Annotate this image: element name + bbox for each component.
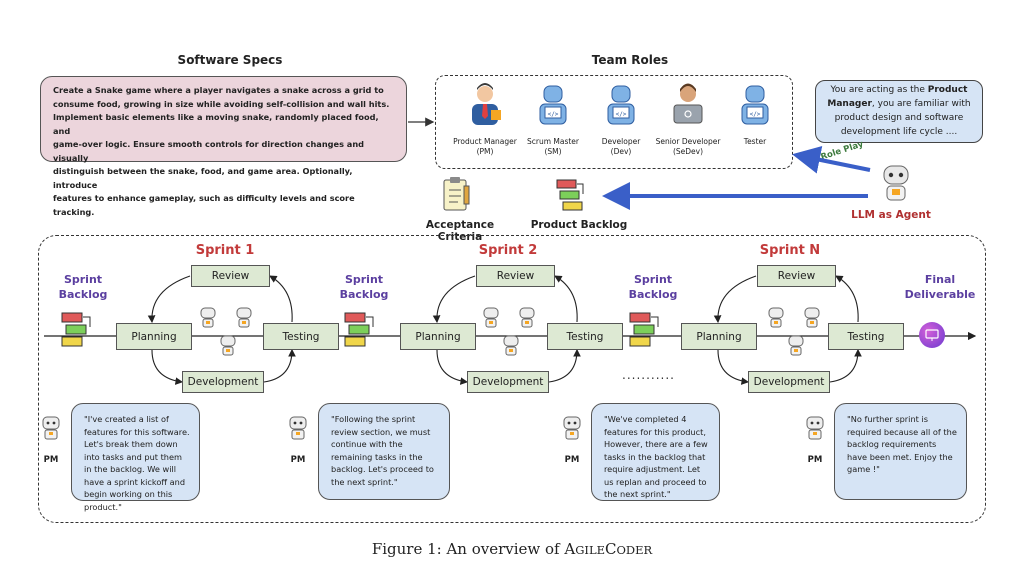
pm-label-3: PM (564, 455, 580, 465)
role-play-arrow (792, 146, 871, 174)
llm-agent-label: LLM as Agent (851, 209, 931, 221)
review-node-2: Review (476, 265, 555, 287)
sprint-connectors (42, 275, 977, 440)
senior-developer-icon (673, 83, 703, 124)
sprint-cycle-n (713, 275, 862, 385)
pm-quote-1: "I've created a list of features for thi… (71, 403, 200, 512)
planning-node-n: Planning (681, 323, 757, 350)
team-roles-heading: Team Roles (591, 53, 669, 67)
review-node-n: Review (757, 265, 836, 287)
spec-line: Create a Snake game where a player navig… (53, 85, 384, 95)
acceptance-criteria-label: Acceptance Criteria (425, 219, 495, 243)
continuation-dots: ........... (622, 368, 675, 382)
spec-line: features to enhance gameplay, such as di… (53, 193, 355, 217)
llm-agent-robot-icon (883, 165, 909, 201)
svg-text:</>: </> (750, 111, 761, 118)
spec-line: consume food, growing in size while avoi… (53, 98, 390, 109)
pm-quote-2: "Following the sprint review section, we… (318, 403, 450, 500)
developer-icon: </> (607, 85, 635, 125)
development-node-n: Development (748, 371, 830, 393)
sprint-title-n: Sprint N (759, 243, 821, 258)
role-label-dev: Developer(Dev) (601, 137, 641, 156)
robot-icon (200, 307, 820, 356)
planning-node-2: Planning (400, 323, 476, 350)
role-label-sedev: Senior Developer(SeDev) (655, 137, 721, 156)
scrum-master-icon: </> (539, 85, 567, 125)
sprint-cycle-1 (147, 275, 296, 385)
team-role-icons: </> </> </> (472, 83, 769, 125)
testing-node-n: Testing (828, 323, 904, 350)
software-specs-box: Create a Snake game where a player navig… (40, 76, 407, 217)
top-connectors (408, 117, 909, 211)
role-label-tester: Tester (743, 137, 767, 146)
pm-label-4: PM (807, 455, 823, 465)
figure-caption: Figure 1: An overview of AGILECODER (371, 540, 653, 558)
team-roles-box (435, 75, 793, 169)
acceptance-criteria-icon (443, 177, 470, 211)
pm-robot-icon (42, 416, 824, 440)
spec-line: Implement basic elements like a moving s… (53, 112, 379, 136)
final-deliverable-icon (919, 322, 945, 348)
planning-node-1: Planning (116, 323, 192, 350)
development-node-1: Development (182, 371, 264, 393)
development-node-2: Development (467, 371, 549, 393)
pm-label-1: PM (43, 455, 59, 465)
pm-label-2: PM (290, 455, 306, 465)
review-node-1: Review (191, 265, 270, 287)
sprint-title-1: Sprint 1 (195, 243, 255, 258)
sprint-cycle-2 (432, 275, 581, 385)
sprint-backlog-icon (61, 312, 91, 347)
role-label-sm: Scrum Master(SM) (526, 137, 580, 156)
sprint-pipeline-box (38, 235, 986, 523)
testing-node-1: Testing (263, 323, 339, 350)
tester-icon: </> (741, 85, 769, 125)
sprint-backlog-icon (629, 312, 659, 347)
product-backlog-label: Product Backlog (530, 219, 628, 231)
pm-quote-4: "No further sprint is required because a… (834, 403, 967, 500)
testing-node-2: Testing (547, 323, 623, 350)
product-manager-icon (472, 83, 501, 125)
role-label-pm: Product Manager(PM) (453, 137, 517, 156)
sprint-backlog-icon (344, 312, 374, 347)
software-specs-heading: Software Specs (177, 53, 283, 67)
spec-line: game-over logic. Ensure smooth controls … (53, 139, 365, 163)
monitor-icon (925, 329, 939, 341)
role-prompt-box: You are acting as the Product Manager, y… (815, 80, 983, 143)
sprint-title-2: Sprint 2 (478, 243, 538, 258)
product-backlog-icon (556, 179, 584, 211)
spec-line: distinguish between the snake, food, and… (53, 166, 353, 190)
pm-quote-3: "We've completed 4 features for this pro… (591, 403, 720, 501)
svg-text:</>: </> (616, 111, 627, 118)
svg-text:</>: </> (548, 111, 559, 118)
